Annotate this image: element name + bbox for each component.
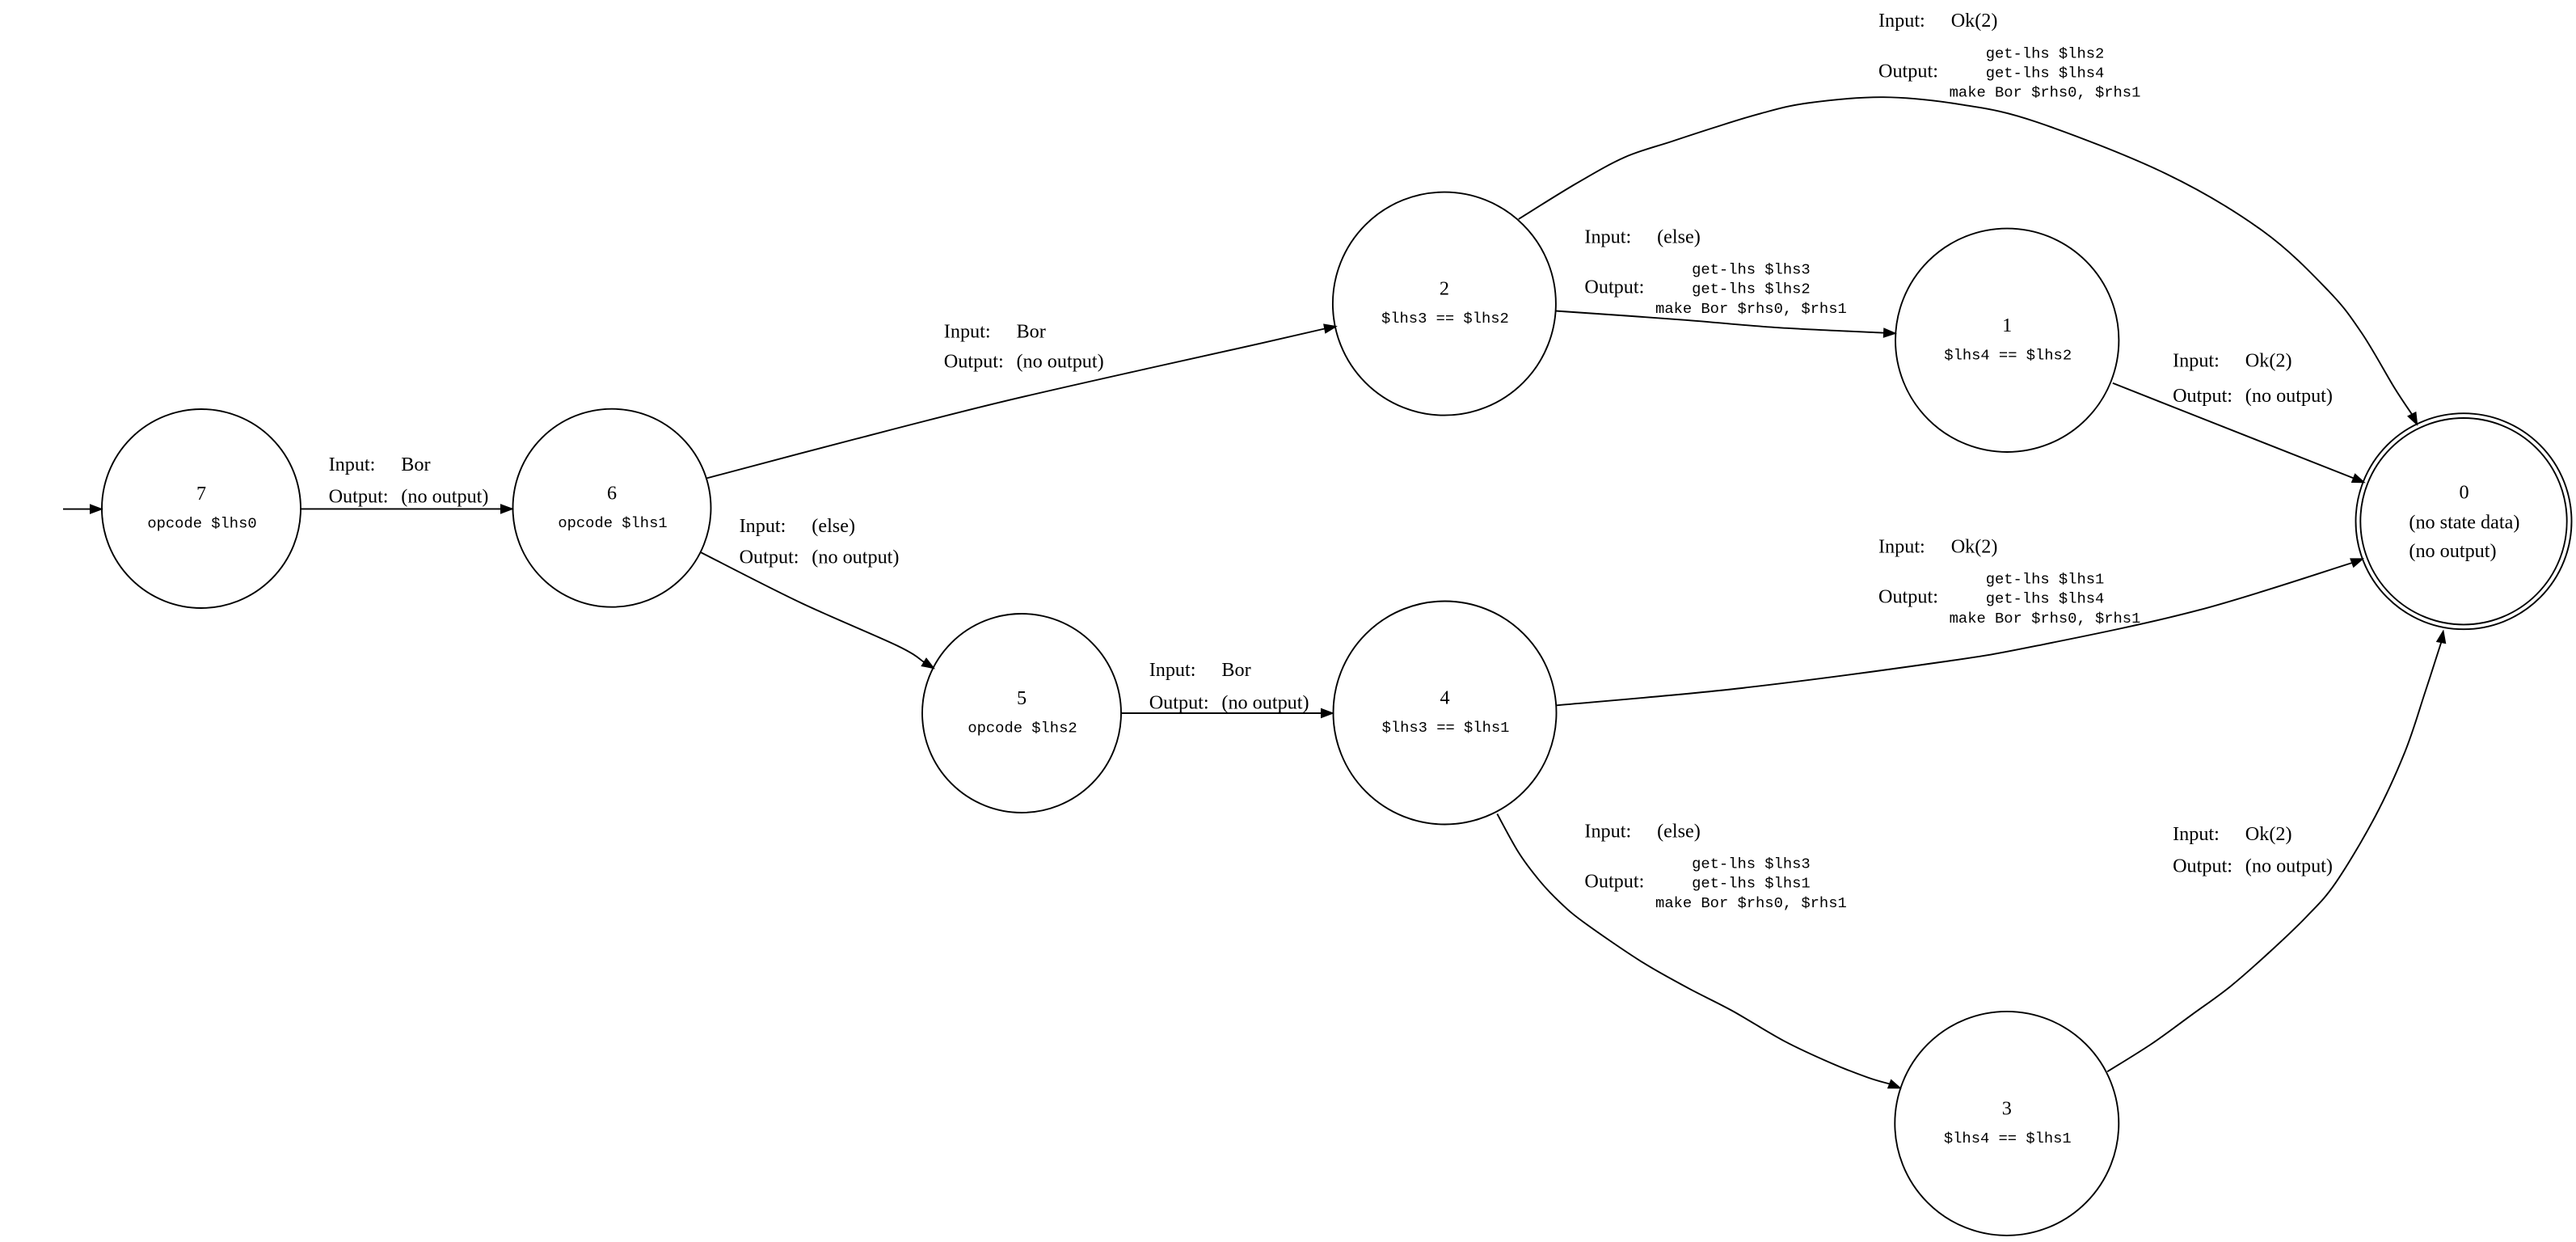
- svg-text:get-lhs $lhs3: get-lhs $lhs3: [1692, 261, 1811, 279]
- svg-text:get-lhs $lhs1: get-lhs $lhs1: [1986, 571, 2105, 589]
- svg-text:Output:: Output:: [1584, 277, 1644, 298]
- svg-text:get-lhs $lhs1: get-lhs $lhs1: [1692, 875, 1811, 893]
- svg-text:opcode $lhs2: opcode $lhs2: [968, 720, 1077, 737]
- svg-text:Input:: Input:: [2173, 823, 2220, 845]
- svg-text:1: 1: [2002, 315, 2012, 336]
- svg-text:Bor: Bor: [1221, 659, 1250, 681]
- svg-text:get-lhs $lhs3: get-lhs $lhs3: [1692, 855, 1811, 873]
- svg-text:(else): (else): [812, 515, 855, 537]
- svg-text:6: 6: [607, 482, 617, 504]
- svg-text:Bor: Bor: [401, 454, 430, 475]
- svg-text:(no state data): (no state data): [2409, 512, 2519, 534]
- svg-text:Input:: Input:: [944, 321, 991, 343]
- svg-text:get-lhs $lhs4: get-lhs $lhs4: [1986, 64, 2105, 82]
- svg-text:(no output): (no output): [2409, 540, 2496, 562]
- svg-text:make Bor $rhs0, $rhs1: make Bor $rhs0, $rhs1: [1950, 84, 2141, 102]
- svg-text:opcode $lhs0: opcode $lhs0: [147, 515, 256, 533]
- svg-text:0: 0: [2459, 482, 2468, 504]
- svg-text:get-lhs $lhs2: get-lhs $lhs2: [1692, 281, 1811, 298]
- svg-text:Output:: Output:: [1584, 871, 1644, 893]
- svg-text:Output:: Output:: [944, 351, 1004, 373]
- svg-text:$lhs3 == $lhs2: $lhs3 == $lhs2: [1381, 310, 1509, 327]
- svg-text:(no output): (no output): [401, 485, 488, 507]
- svg-text:Output:: Output:: [740, 546, 799, 568]
- svg-text:Output:: Output:: [329, 485, 389, 507]
- svg-text:Output:: Output:: [1878, 586, 1938, 608]
- svg-text:Input:: Input:: [1584, 226, 1631, 247]
- svg-text:$lhs4 == $lhs2: $lhs4 == $lhs2: [1944, 346, 2072, 364]
- svg-text:Ok(2): Ok(2): [2245, 823, 2292, 845]
- svg-text:$lhs4 == $lhs1: $lhs4 == $lhs1: [1944, 1130, 2072, 1147]
- svg-text:2: 2: [1440, 278, 1449, 300]
- svg-text:Output:: Output:: [2173, 855, 2232, 877]
- svg-text:make Bor $rhs0, $rhs1: make Bor $rhs0, $rhs1: [1950, 610, 2141, 627]
- svg-text:(no output): (no output): [812, 546, 899, 568]
- svg-text:Input:: Input:: [2173, 349, 2220, 371]
- svg-text:Output:: Output:: [2173, 385, 2232, 407]
- svg-text:7: 7: [196, 483, 206, 505]
- svg-text:make Bor $rhs0, $rhs1: make Bor $rhs0, $rhs1: [1655, 300, 1847, 318]
- svg-text:5: 5: [1017, 687, 1027, 709]
- svg-text:Input:: Input:: [740, 515, 786, 537]
- svg-text:Output:: Output:: [1149, 691, 1209, 713]
- svg-text:4: 4: [1440, 687, 1449, 709]
- svg-text:Input:: Input:: [1584, 820, 1631, 842]
- svg-text:(else): (else): [1657, 820, 1701, 842]
- svg-text:make Bor $rhs0, $rhs1: make Bor $rhs0, $rhs1: [1655, 894, 1847, 912]
- svg-text:Input:: Input:: [1878, 10, 1925, 32]
- svg-text:Ok(2): Ok(2): [1951, 535, 1998, 557]
- svg-text:(no output): (no output): [1017, 351, 1104, 373]
- svg-text:Input:: Input:: [329, 454, 376, 475]
- svg-text:Ok(2): Ok(2): [1951, 10, 1998, 32]
- svg-text:$lhs3 == $lhs1: $lhs3 == $lhs1: [1382, 719, 1510, 737]
- svg-text:Ok(2): Ok(2): [2245, 349, 2292, 371]
- svg-text:get-lhs $lhs2: get-lhs $lhs2: [1986, 44, 2105, 62]
- svg-text:opcode $lhs1: opcode $lhs1: [558, 514, 667, 532]
- svg-text:Bor: Bor: [1017, 321, 1046, 343]
- svg-text:(no output): (no output): [1221, 691, 1309, 713]
- svg-text:3: 3: [2002, 1098, 2012, 1120]
- svg-text:(no output): (no output): [2245, 855, 2333, 877]
- svg-text:Input:: Input:: [1878, 535, 1925, 557]
- svg-text:Output:: Output:: [1878, 60, 1938, 82]
- svg-text:Input:: Input:: [1149, 659, 1196, 681]
- svg-text:(else): (else): [1657, 226, 1701, 247]
- svg-text:get-lhs $lhs4: get-lhs $lhs4: [1986, 590, 2105, 608]
- svg-text:(no output): (no output): [2245, 385, 2333, 407]
